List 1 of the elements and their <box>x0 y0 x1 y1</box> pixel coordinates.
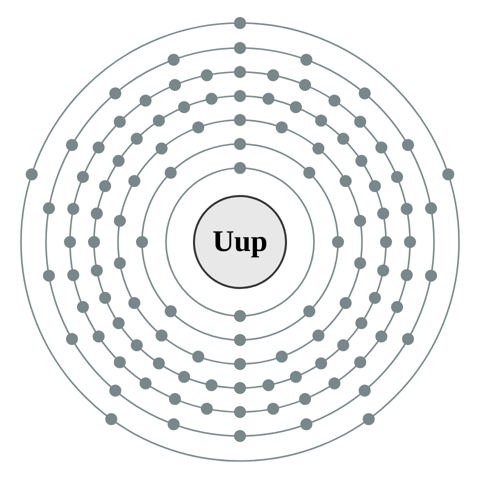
element-symbol: Uup <box>212 227 268 257</box>
